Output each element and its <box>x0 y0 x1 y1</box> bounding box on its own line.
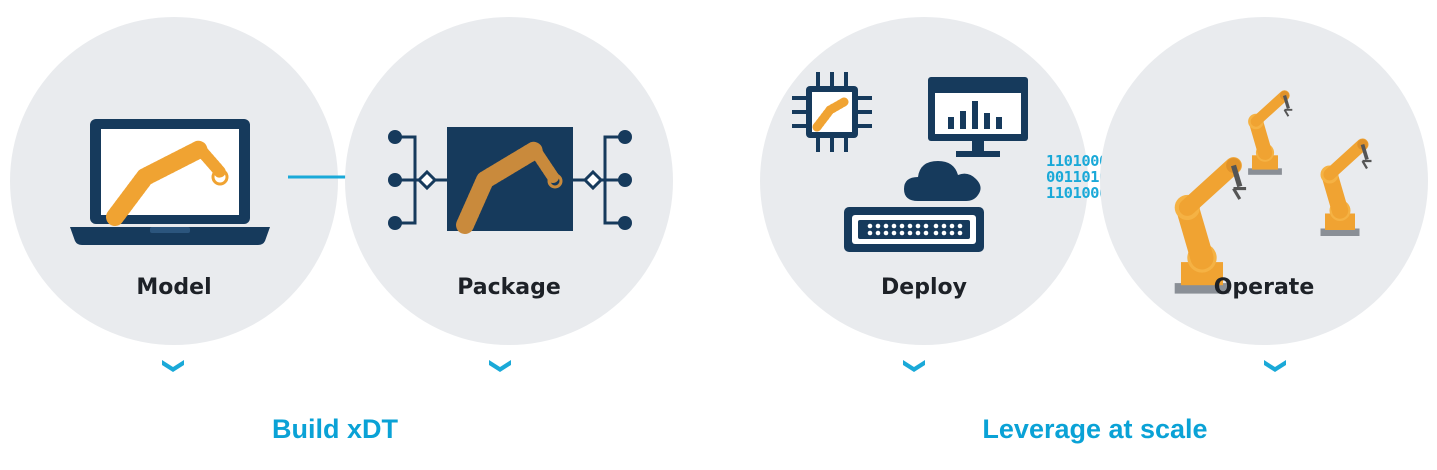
gateway-device-icon <box>844 207 984 252</box>
step-package: Package <box>345 17 673 345</box>
group-label-leverage: Leverage at scale <box>982 414 1208 444</box>
step-label-model: Model <box>136 275 212 300</box>
robot-arms-icon <box>1130 47 1400 267</box>
chevron-down-icon <box>162 360 184 372</box>
step-label-deploy: Deploy <box>881 275 967 300</box>
binary-line-2: 0011010 <box>1046 168 1108 186</box>
group-label-build: Build xDT <box>272 414 398 444</box>
cloud-icon <box>904 161 981 201</box>
step-deploy: Deploy <box>760 17 1088 345</box>
step-label-operate: Operate <box>1213 275 1315 300</box>
laptop-robot-arm-icon <box>70 119 270 245</box>
step-model: Model <box>10 17 338 345</box>
chevron-down-icon <box>1264 360 1286 372</box>
chevron-down-icon <box>489 360 511 372</box>
chevron-down-icon <box>903 360 925 372</box>
binary-line-1: 1101000 <box>1046 152 1108 170</box>
monitor-chart-icon <box>928 77 1028 157</box>
package-robot-arm-icon <box>388 127 632 234</box>
binary-line-3: 1101000 <box>1046 184 1108 202</box>
chip-icon <box>792 72 872 152</box>
step-operate: Operate <box>1100 17 1428 345</box>
binary-data-stream: 1101000 0011010 1101000 <box>1046 153 1108 201</box>
step-label-package: Package <box>457 275 561 300</box>
